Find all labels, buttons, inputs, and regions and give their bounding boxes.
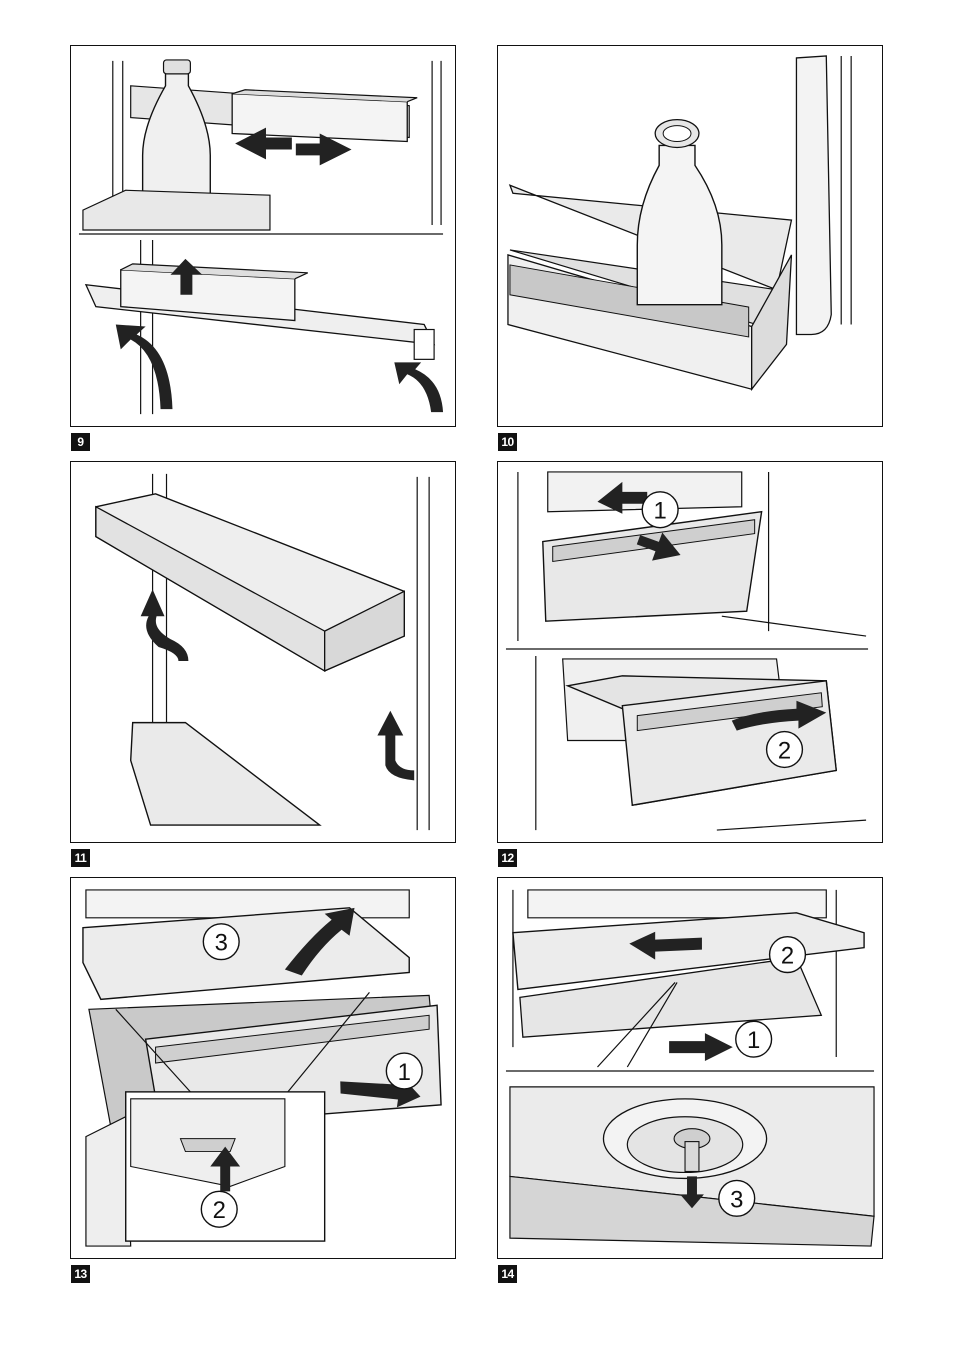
figure-14-panel: 2 1 3 bbox=[497, 877, 883, 1259]
arrow-icon bbox=[141, 589, 189, 661]
callout-number: 2 bbox=[778, 737, 791, 764]
arrow-icon bbox=[669, 1033, 733, 1061]
figure-10-illustration bbox=[498, 46, 882, 426]
figure-9-illustration bbox=[71, 46, 455, 426]
figure-label: 9 bbox=[71, 433, 90, 451]
callout-number: 1 bbox=[654, 498, 667, 525]
figure-10-panel bbox=[497, 45, 883, 427]
shelf-icon bbox=[83, 908, 409, 1000]
figure-13-illustration: 3 1 2 bbox=[71, 878, 455, 1258]
callout-number: 3 bbox=[730, 1186, 743, 1213]
figure-9-panel bbox=[70, 45, 456, 427]
callout-number: 1 bbox=[398, 1059, 411, 1086]
figure-11-panel bbox=[70, 461, 456, 843]
arrow-icon bbox=[394, 362, 443, 412]
bottle-icon bbox=[637, 145, 722, 304]
figure-label: 14 bbox=[498, 1265, 517, 1283]
callout-number: 1 bbox=[747, 1027, 760, 1054]
figure-label: 13 bbox=[71, 1265, 90, 1283]
arrow-icon bbox=[377, 711, 414, 781]
callout-number: 2 bbox=[213, 1197, 226, 1224]
callout-number: 3 bbox=[215, 930, 228, 957]
callout-number: 2 bbox=[781, 943, 794, 970]
figure-label: 12 bbox=[498, 849, 517, 867]
figure-14-illustration: 2 1 3 bbox=[498, 878, 882, 1258]
figure-label: 11 bbox=[71, 849, 90, 867]
arrow-icon bbox=[116, 325, 173, 410]
figure-12-panel: 1 2 bbox=[497, 461, 883, 843]
figure-11-illustration bbox=[71, 462, 455, 842]
figure-12-illustration: 1 2 bbox=[498, 462, 882, 842]
figure-label: 10 bbox=[498, 433, 517, 451]
figure-13-panel: 3 1 2 bbox=[70, 877, 456, 1259]
